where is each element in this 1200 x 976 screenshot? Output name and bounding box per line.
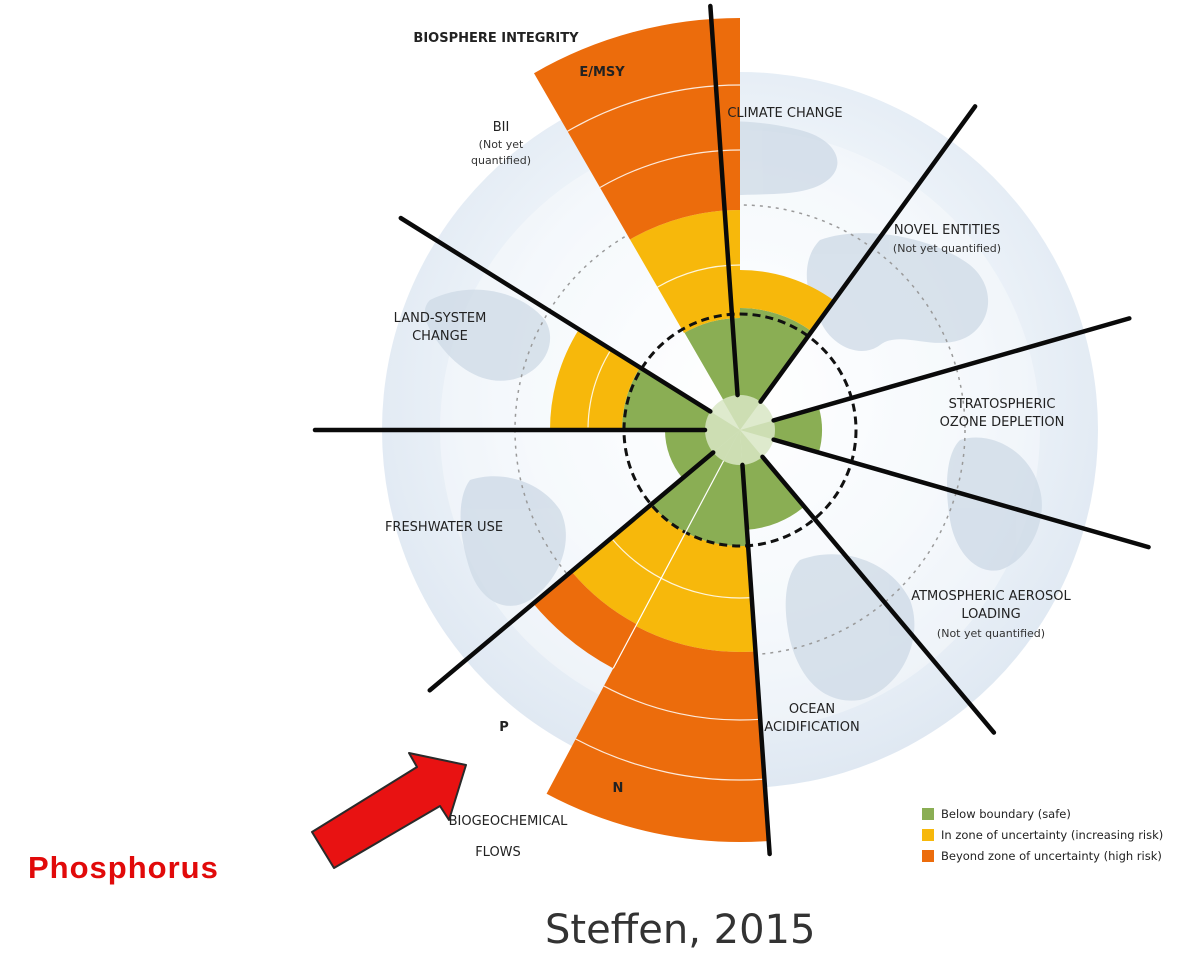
label-climate-change: CLIMATE CHANGE <box>727 106 842 121</box>
sector-divider-5 <box>760 454 997 735</box>
wedge-climate-safe <box>740 308 812 430</box>
wedge-n-high-risk <box>546 626 769 842</box>
wedge-emsy-band-line-3 <box>567 84 741 132</box>
label-p: P <box>499 720 509 735</box>
wedge-p-uncertainty <box>571 504 686 625</box>
label-bii-note-1: (Not yet <box>479 138 524 151</box>
sector-divider-4 <box>771 437 1151 550</box>
sector-divider-9 <box>398 215 713 414</box>
wedge-n-band-line-3 <box>575 738 765 781</box>
label-biosphere-integrity: BIOSPHERE INTEGRITY <box>413 31 579 46</box>
label-emsy: E/MSY <box>579 65 625 80</box>
label-freshwater-use: FRESHWATER USE <box>385 520 503 535</box>
legend-swatch-high-risk <box>922 850 934 862</box>
label-ocean-2: ACIDIFICATION <box>764 720 859 735</box>
label-aerosol-2: LOADING <box>961 607 1020 622</box>
label-aerosol-note: (Not yet quantified) <box>937 627 1045 640</box>
phosphorus-annotation: Phosphorus <box>28 850 219 885</box>
wedge-p-band-line-1 <box>610 537 662 579</box>
legend-label-uncertainty: In zone of uncertainty (increasing risk) <box>941 828 1163 842</box>
label-land-system-2: CHANGE <box>412 329 468 344</box>
label-strat-ozone-2: OZONE DEPLETION <box>940 415 1065 430</box>
wedge-emsy-high-risk <box>534 18 740 240</box>
sector-divider-1 <box>708 3 740 398</box>
sector-divider-7 <box>427 450 716 693</box>
sector-divider-lines <box>312 3 1151 857</box>
label-bii: BII <box>493 120 510 135</box>
legend-swatch-safe <box>922 808 934 820</box>
label-ocean-1: OCEAN <box>789 702 835 717</box>
inner-divider-2 <box>612 532 687 669</box>
wedge-emsy-band-line-2 <box>599 149 741 189</box>
inner-divider-3 <box>683 332 724 400</box>
legend: Below boundary (safe) In zone of uncerta… <box>922 807 1163 863</box>
label-biogeo-2: FLOWS <box>475 845 521 860</box>
center-disc <box>705 395 775 465</box>
wedge-n-band-line-2 <box>603 685 761 721</box>
label-aerosol-1: ATMOSPHERIC AEROSOL <box>911 589 1071 604</box>
sector-divider-3 <box>771 316 1132 423</box>
wedge-n-band-line-1 <box>660 577 752 599</box>
legend-label-safe: Below boundary (safe) <box>941 807 1071 821</box>
wedge-emsy-band-line-1 <box>657 264 741 288</box>
wedge-ozone-safe <box>740 407 823 453</box>
label-strat-ozone-1: STRATOSPHERIC <box>949 397 1056 412</box>
wedge-land-band-line <box>587 351 611 428</box>
wedge-emsy-uncertainty <box>630 210 740 334</box>
legend-swatch-uncertainty <box>922 829 934 841</box>
label-novel-entities: NOVEL ENTITIES <box>894 223 1000 238</box>
legend-label-high-risk: Beyond zone of uncertainty (high risk) <box>941 849 1162 863</box>
wedge-climate-uncertainty <box>740 270 835 332</box>
label-novel-entities-note: (Not yet quantified) <box>893 242 1001 255</box>
label-biogeo-1: BIOGEOCHEMICAL <box>449 814 569 829</box>
red-arrow-icon <box>311 752 467 869</box>
label-land-system-1: LAND-SYSTEM <box>394 311 487 326</box>
label-n: N <box>613 781 624 796</box>
wedge-p-high-risk <box>533 571 637 669</box>
label-bii-note-2: quantified) <box>471 154 531 167</box>
sector-divider-2 <box>758 104 978 404</box>
inner-divider-1 <box>685 460 725 533</box>
citation: Steffen, 2015 <box>545 907 815 953</box>
sector-divider-6 <box>740 462 772 857</box>
